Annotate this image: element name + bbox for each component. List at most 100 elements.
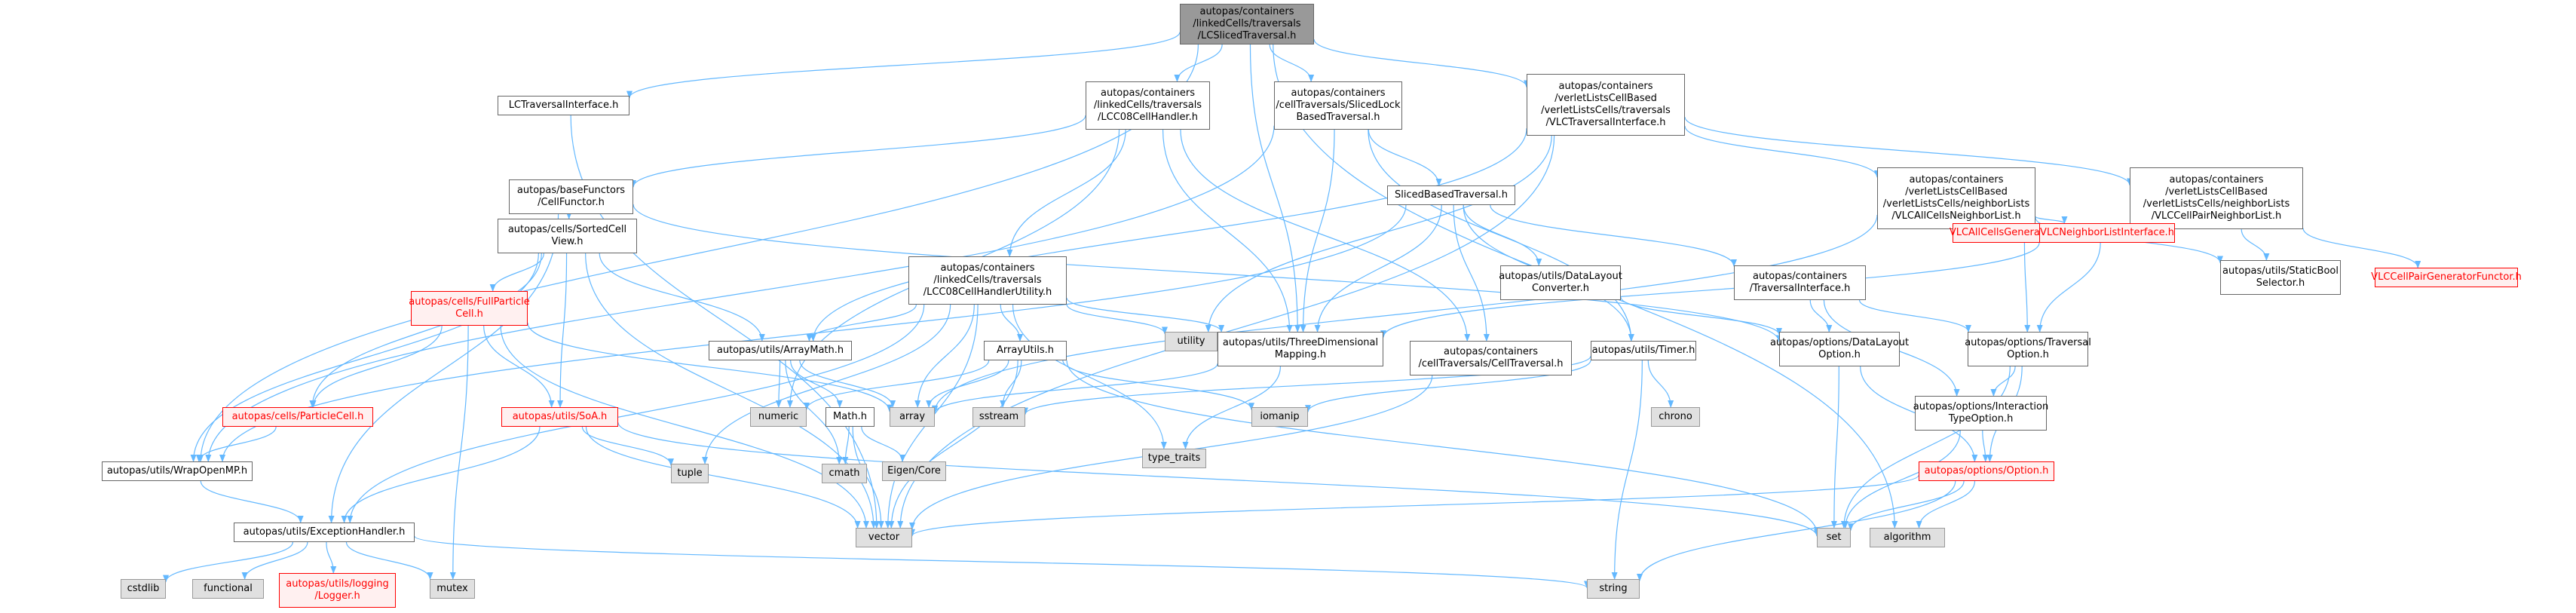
edge-n19-n29 [926,360,1009,408]
node-label-line: autopas/utils/DataLayout [1499,271,1622,282]
edge-n19-n30 [1000,360,1022,408]
edge-n9-n18 [599,253,765,342]
node-autopas-basefunctors-cellfunctor-h[interactable]: autopas/baseFunctors/CellFunctor.h [509,179,633,214]
node-autopas-containers-traversalinterface-h[interactable]: autopas/containers/TraversalInterface.h [1734,265,1866,300]
node-utility[interactable]: utility [1165,332,1218,351]
node-sstream[interactable]: sstream [973,407,1025,427]
edge-n14-n25 [2036,242,2101,333]
node-label-line: autopas/containers [1753,271,1847,282]
node-tuple[interactable]: tuple [671,464,709,483]
edge-n9-n17 [489,253,544,292]
edge-n4-n7 [1684,125,1880,178]
node-autopas-utils-logging-logger-h[interactable]: autopas/utils/logging/Logger.h [279,573,396,608]
node-autopas-containers-linkedcells-traversals-lcc08cellhandlerutility-h[interactable]: autopas/containers/linkedCells/traversal… [908,256,1067,305]
edge-n3-n36 [205,125,1275,462]
node-autopas-options-option-h[interactable]: autopas/options/Option.h [1919,461,2054,481]
edge-n18-n35 [790,360,843,408]
node-autopas-containers-celltraversals-slicedlockbasedtraversal-h[interactable]: autopas/containers/cellTraversals/Sliced… [1274,81,1402,130]
edge-n21-n29 [932,363,1218,414]
node-autopas-containers-linkedcells-traversals-lcc08cellhandler-h[interactable]: autopas/containers/linkedCells/traversal… [1086,81,1210,130]
node-label-line: autopas/baseFunctors [516,185,626,196]
edge-n17-n48 [449,325,469,580]
node-label-line: /cellTraversals/SlicedLock [1276,100,1401,111]
node-label-line: autopas/options/Option.h [1924,465,2049,477]
node-math-h[interactable]: Math.h [825,407,874,427]
node-autopas-containers-verletlistscellbased-verletlistscells-traversals-vlctraversalinterface-h[interactable]: autopas/containers/verletListsCellBased/… [1527,74,1685,136]
node-iomanip[interactable]: iomanip [1251,407,1308,427]
edge-n2-n22 [1180,129,1471,342]
edge-n13-n25 [2023,242,2031,333]
node-vector[interactable]: vector [856,528,912,547]
node-label-line: autopas/options/Interaction [1913,401,2049,412]
node-autopas-utils-exceptionhandler-h[interactable]: autopas/utils/ExceptionHandler.h [234,523,415,542]
edge-n19-n43 [1066,360,1820,535]
node-chrono[interactable]: chrono [1651,407,1700,427]
node-algorithm[interactable]: algorithm [1870,528,1945,547]
node-label-line: autopas/containers [1101,87,1195,99]
edge-n14-n21 [1380,242,2040,339]
edge-n2-n5 [630,115,1086,188]
node-label-line: /LCSlicedTraversal.h [1197,30,1297,41]
node-cstdlib[interactable]: cstdlib [121,579,166,599]
node-type-traits[interactable]: type_traits [1142,449,1206,468]
node-autopas-utils-timer-h[interactable]: autopas/utils/Timer.h [1591,341,1696,360]
node-slicedbasedtraversal-h[interactable]: SlicedBasedTraversal.h [1387,185,1515,205]
node-cmath[interactable]: cmath [822,464,867,483]
node-label-line: autopas/options/Traversal [1965,337,2091,348]
node-label-line: utility [1177,336,1205,347]
node-label-line: /LCC08CellHandler.h [1098,112,1198,123]
node-label-line: mutex [436,583,468,594]
node-label-line: /verletListsCellBased [1905,186,2008,198]
node-label-line: Option.h [2007,349,2049,360]
node-numeric[interactable]: numeric [750,407,807,427]
node-autopas-cells-particlecell-h[interactable]: autopas/cells/ParticleCell.h [222,407,373,427]
node-eigen-core[interactable]: Eigen/Core [882,461,946,481]
edge-n34-n40 [1982,430,1989,462]
node-autopas-utils-soa-h[interactable]: autopas/utils/SoA.h [501,407,618,427]
node-string[interactable]: string [1587,579,1640,599]
node-arrayutils-h[interactable]: ArrayUtils.h [984,341,1067,360]
node-lctraversalinterface-h[interactable]: LCTraversalInterface.h [498,96,629,115]
edge-n0-n4 [1313,38,1530,88]
node-autopas-containers-linkedcells-traversals-lcslicedtraversal-h[interactable]: autopas/containers/linkedCells/traversal… [1180,4,1314,44]
edge-n25-n43 [1840,366,2011,529]
edge-n34-n43 [1842,430,1961,529]
edge-n10-n20 [1066,304,1168,335]
node-vlcneighborlistinterface-h[interactable]: VLCNeighborListInterface.h [2039,223,2175,243]
node-label-line: /verletListsCellBased [2165,186,2268,198]
node-set[interactable]: set [1817,528,1851,547]
node-autopas-containers-celltraversals-celltraversal-h[interactable]: autopas/containers/cellTraversals/CellTr… [1410,341,1572,375]
node-autopas-containers-verletlistscellbased-verletlistscells-neighborlists-vlccellpairneighborlist-h[interactable]: autopas/containers/verletListsCellBased/… [2130,167,2303,229]
node-autopas-utils-wrapopenmp-h[interactable]: autopas/utils/WrapOpenMP.h [102,461,253,481]
node-autopas-containers-verletlistscellbased-verletlistscells-neighborlists-vlcallcellsneighborlist-h[interactable]: autopas/containers/verletListsCellBased/… [1877,167,2035,229]
edge-n19-n31 [1062,360,1254,411]
node-vlccellpairgeneratorfunctor-h[interactable]: VLCCellPairGeneratorFunctor.h [2371,268,2522,287]
edge-n19-n42 [888,360,1018,529]
node-label-line: Math.h [833,411,867,422]
node-label-line: autopas/containers [2169,174,2264,185]
node-autopas-utils-arraymath-h[interactable]: autopas/utils/ArrayMath.h [709,341,852,360]
node-array[interactable]: array [890,407,935,427]
node-functional[interactable]: functional [192,579,264,599]
node-label-line: /linkedCells/traversals [1193,18,1301,29]
node-label-line: autopas/utils/ThreeDimensional [1222,337,1379,348]
edge-n18-n29 [799,360,896,408]
edge-n25-n34 [1990,366,2016,397]
node-label-line: autopas/utils/ExceptionHandler.h [243,526,406,538]
node-label-line: autopas/utils/ArrayMath.h [716,345,844,356]
node-mutex[interactable]: mutex [430,579,475,599]
edge-n0-n2 [1174,44,1223,82]
edge-n9-n36 [190,253,539,462]
edge-n8-n15 [2241,228,2270,261]
node-label-line: autopas/utils/WrapOpenMP.h [106,465,248,477]
edge-n12-n25 [1858,299,1971,333]
edge-n40-n49 [1637,480,1956,581]
